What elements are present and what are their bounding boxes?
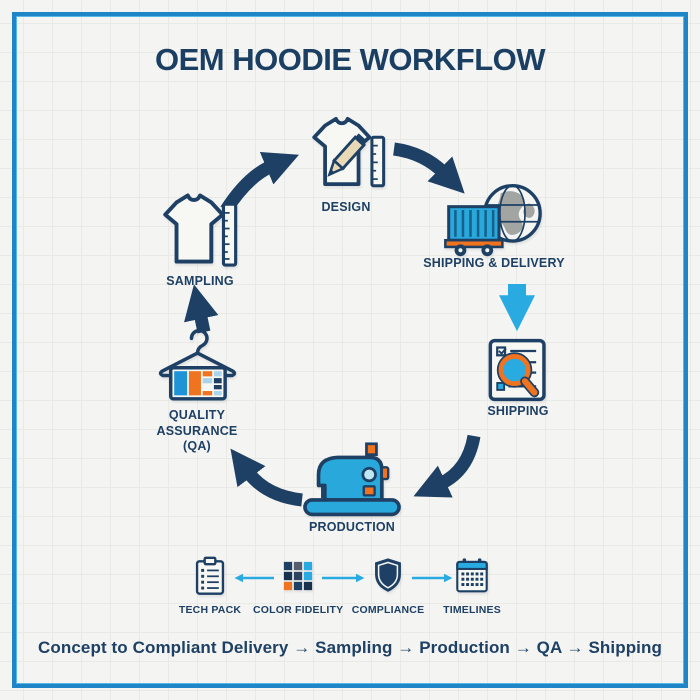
legend-item-compliance: COMPLIANCE [343, 556, 433, 616]
node-design-label: DESIGN [321, 200, 371, 214]
shield-icon [375, 558, 401, 592]
sewing-machine-icon [303, 442, 401, 517]
hanger-swatches-icon [158, 328, 237, 401]
node-shipping-delivery-label: SHIPPING & DELIVERY [423, 256, 565, 270]
node-shipping-delivery: SHIPPING & DELIVERY [423, 178, 565, 270]
node-sampling-label: SAMPLING [166, 274, 234, 288]
calendar-icon [456, 558, 488, 593]
legend-timelines-label: TIMELINES [443, 604, 501, 616]
inspection-document-icon [488, 338, 546, 402]
arrow-production-to-qa [230, 448, 303, 507]
node-qa-label: QUALITY ASSURANCE (QA) [156, 408, 238, 454]
color-swatch-grid-icon [283, 561, 313, 591]
page-title: OEM HOODIE WORKFLOW [154, 42, 546, 77]
truck-globe-icon [444, 184, 542, 257]
summary-caption: Concept to Compliant Delivery → Sampling… [38, 638, 662, 657]
node-shipping: SHIPPING [479, 338, 557, 418]
node-production-label: PRODUCTION [308, 520, 396, 534]
legend-item-color-fidelity: COLOR FIDELITY [253, 556, 343, 616]
tshirt-design-icon [312, 116, 386, 188]
clipboard-icon [195, 556, 225, 595]
arrow-design-to-shipping-delivery [392, 142, 465, 194]
legend-compliance-label: COMPLIANCE [351, 604, 425, 616]
node-qa: QUALITY ASSURANCE (QA) [150, 326, 245, 453]
node-sampling: SAMPLING [152, 192, 248, 288]
node-design: DESIGN [300, 110, 392, 214]
node-production: PRODUCTION [297, 442, 407, 534]
tshirt-ruler-icon [163, 193, 238, 267]
legend-color-fidelity-label: COLOR FIDELITY [253, 604, 344, 616]
legend-item-tech-pack: TECH PACK [165, 556, 255, 616]
legend-tech-pack-label: TECH PACK [178, 604, 242, 616]
node-shipping-label: SHIPPING [487, 404, 549, 418]
arrow-shipping-to-production [413, 434, 481, 498]
legend-item-timelines: TIMELINES [427, 556, 517, 616]
